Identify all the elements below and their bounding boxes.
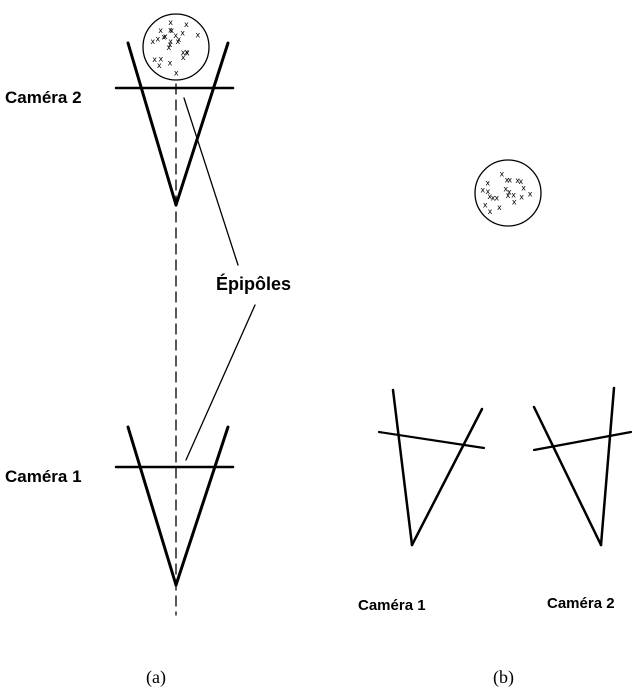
point-marker: x [158, 26, 163, 35]
point-marker: x [168, 58, 173, 67]
point-marker: x [512, 197, 517, 206]
point-marker: x [173, 31, 178, 40]
point-marker: x [486, 187, 491, 196]
point-marker: x [180, 28, 185, 37]
caption-a: (a) [146, 667, 166, 688]
point-marker: x [181, 48, 186, 57]
camera-2-label-a: Caméra 2 [5, 88, 82, 107]
point-marker: x [515, 176, 520, 185]
point-marker: x [507, 176, 512, 185]
epipoles-label: Épipôles [216, 273, 291, 294]
point-marker: x [500, 170, 505, 179]
point-marker: x [181, 53, 186, 62]
point-marker: x [156, 34, 161, 43]
point-marker: x [497, 203, 502, 212]
point-marker: x [483, 201, 488, 210]
camera-1-label-a: Caméra 1 [5, 467, 82, 486]
point-marker: x [169, 26, 174, 35]
camera-2-b [532, 386, 633, 547]
point-marker: x [505, 175, 510, 184]
point-marker: x [519, 193, 524, 202]
point-marker: x [152, 55, 157, 64]
camera-1-label-b: Caméra 1 [358, 597, 426, 614]
image-plane-2-b [532, 430, 633, 452]
epipole-leader-top [183, 97, 239, 266]
image-plane-1-b [377, 430, 486, 450]
point-marker: x [487, 192, 492, 201]
object-circle-b [474, 159, 542, 227]
point-marker: x [507, 187, 512, 196]
point-marker: x [511, 190, 516, 199]
point-marker: x [491, 193, 496, 202]
point-marker: x [196, 31, 201, 40]
point-marker: x [184, 20, 189, 29]
point-marker: x [161, 32, 166, 41]
point-marker: x [168, 40, 173, 49]
camera-1-a [114, 425, 235, 587]
camera-2-a [114, 41, 235, 207]
camera-2-label-b: Caméra 2 [547, 595, 615, 612]
point-marker: x [521, 184, 526, 193]
point-marker: x [159, 55, 164, 64]
point-marker: x [519, 177, 524, 186]
point-marker: x [150, 37, 155, 46]
point-marker: x [488, 207, 493, 216]
object-circle-a [142, 13, 210, 81]
point-marker: x [480, 185, 485, 194]
point-marker: x [528, 190, 533, 199]
point-marker: x [163, 32, 168, 41]
point-marker: x [506, 191, 511, 200]
point-marker: x [494, 194, 499, 203]
point-marker: x [184, 48, 189, 57]
point-marker: x [168, 37, 173, 46]
point-marker: x [174, 68, 179, 77]
epipole-leader-bottom [185, 304, 256, 461]
point-marker: x [185, 48, 190, 57]
point-marker: x [485, 178, 490, 187]
caption-b: (b) [493, 667, 514, 688]
point-marker: x [503, 184, 508, 193]
camera-1-b [377, 388, 486, 547]
point-marker: x [157, 61, 162, 70]
point-marker: x [167, 43, 172, 52]
point-marker: x [177, 35, 182, 44]
point-marker: x [176, 37, 181, 46]
point-marker: x [168, 26, 173, 35]
point-marker: x [168, 18, 173, 27]
